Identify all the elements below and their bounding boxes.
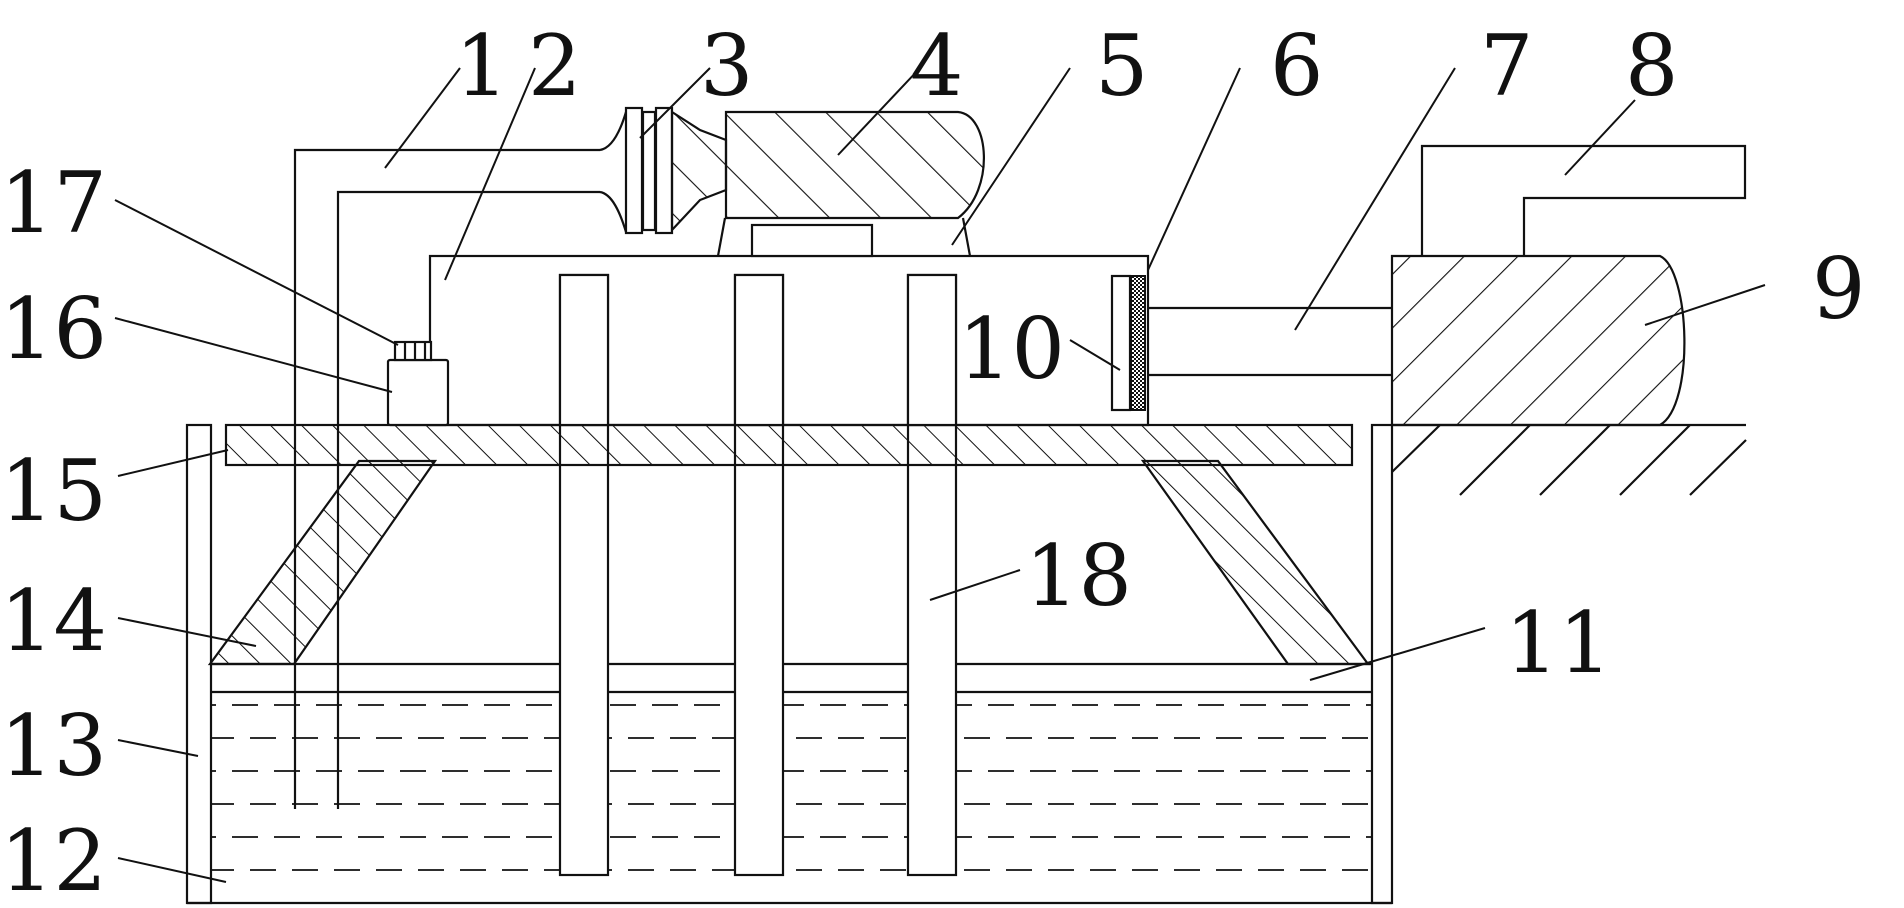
- label-16: 16: [0, 280, 107, 378]
- nozzle-17: [393, 340, 433, 362]
- label-10: 10: [958, 300, 1065, 398]
- label-13: 13: [0, 697, 107, 795]
- label-6: 6: [1270, 17, 1323, 115]
- leader-lines: [114, 67, 1766, 883]
- mesh-6: [1130, 275, 1146, 411]
- sensor-16: [386, 358, 450, 427]
- label-8: 8: [1625, 17, 1678, 115]
- label-17: 17: [0, 154, 107, 252]
- label-5: 5: [1095, 17, 1148, 115]
- label-3: 3: [700, 17, 753, 115]
- label-4: 4: [910, 17, 963, 115]
- tank-13: [185, 423, 1394, 905]
- part-labels: 1 2 3 4 5 6 7 8 9 10 11 12 13 14 15 16 1…: [0, 17, 1865, 908]
- right-support-11: [1140, 459, 1371, 666]
- cylinder-9: [1390, 254, 1686, 427]
- label-18: 18: [1025, 527, 1132, 625]
- ground: [1391, 423, 1747, 496]
- coupling-3: [624, 106, 728, 235]
- label-2: 2: [528, 17, 581, 115]
- label-15: 15: [0, 442, 107, 540]
- label-9: 9: [1812, 240, 1865, 338]
- platform-15: [224, 423, 1354, 467]
- label-14: 14: [0, 572, 107, 670]
- motor-4: [724, 110, 985, 220]
- label-1: 1: [455, 17, 508, 115]
- left-support-14: [207, 459, 438, 666]
- label-12: 12: [0, 812, 107, 908]
- label-7: 7: [1480, 17, 1533, 115]
- motor-mount: [750, 223, 874, 258]
- push-rod-7: [1148, 306, 1392, 377]
- rod-tops: [558, 273, 958, 427]
- label-11: 11: [1505, 594, 1612, 692]
- pipe-8: [1420, 144, 1747, 256]
- pipe-1: [293, 111, 628, 809]
- part-10: [1110, 274, 1132, 412]
